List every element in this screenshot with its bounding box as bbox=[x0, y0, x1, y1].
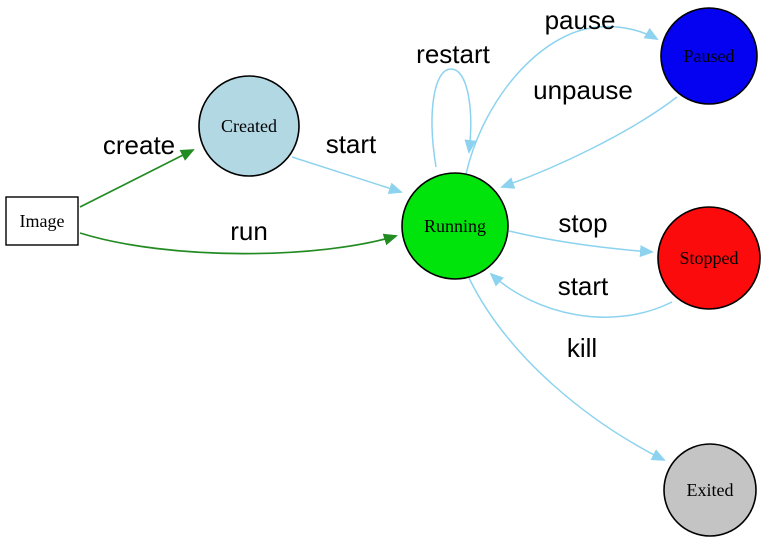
node-exited: Exited bbox=[663, 443, 757, 537]
edge-label-run: run bbox=[230, 216, 268, 246]
node-created: Created bbox=[198, 75, 300, 177]
edge-pause bbox=[465, 25, 659, 175]
edge-start-stopped-running bbox=[489, 272, 673, 318]
running-circle bbox=[401, 172, 509, 280]
nodes-layer: Image Created Running Paused Stopped Exi bbox=[5, 7, 761, 537]
node-label-exited: Exited bbox=[687, 480, 734, 500]
edge-restart-self-loop bbox=[431, 68, 477, 168]
paused-circle bbox=[660, 7, 758, 105]
node-label-stopped: Stopped bbox=[679, 248, 738, 268]
edge-labels-layer: create start run restart pause unpause s… bbox=[103, 5, 633, 363]
image-box bbox=[5, 196, 79, 246]
node-label-paused: Paused bbox=[684, 46, 735, 66]
node-image: Image bbox=[5, 196, 79, 246]
edge-label-kill: kill bbox=[567, 333, 597, 363]
node-label-image: Image bbox=[20, 211, 65, 231]
node-stopped: Stopped bbox=[657, 206, 761, 310]
stopped-circle bbox=[657, 206, 761, 310]
node-label-created: Created bbox=[221, 116, 277, 136]
edge-create bbox=[79, 149, 195, 208]
edge-label-start-created: start bbox=[326, 129, 377, 159]
edge-label-stop: stop bbox=[558, 208, 607, 238]
edge-run bbox=[79, 232, 398, 255]
edge-label-start-stopped: start bbox=[558, 271, 609, 301]
edge-stop bbox=[508, 230, 654, 258]
edge-kill bbox=[468, 277, 666, 461]
node-paused: Paused bbox=[660, 7, 758, 105]
node-label-running: Running bbox=[424, 216, 486, 236]
edge-unpause bbox=[500, 96, 678, 189]
edge-label-pause: pause bbox=[545, 5, 616, 35]
edge-start-created-running bbox=[291, 156, 403, 195]
edge-label-restart: restart bbox=[416, 39, 490, 69]
edge-label-unpause: unpause bbox=[533, 75, 633, 105]
node-running: Running bbox=[401, 172, 509, 280]
created-circle bbox=[198, 75, 300, 177]
exited-circle bbox=[663, 443, 757, 537]
edge-label-create: create bbox=[103, 130, 175, 160]
edges-layer bbox=[79, 25, 678, 461]
